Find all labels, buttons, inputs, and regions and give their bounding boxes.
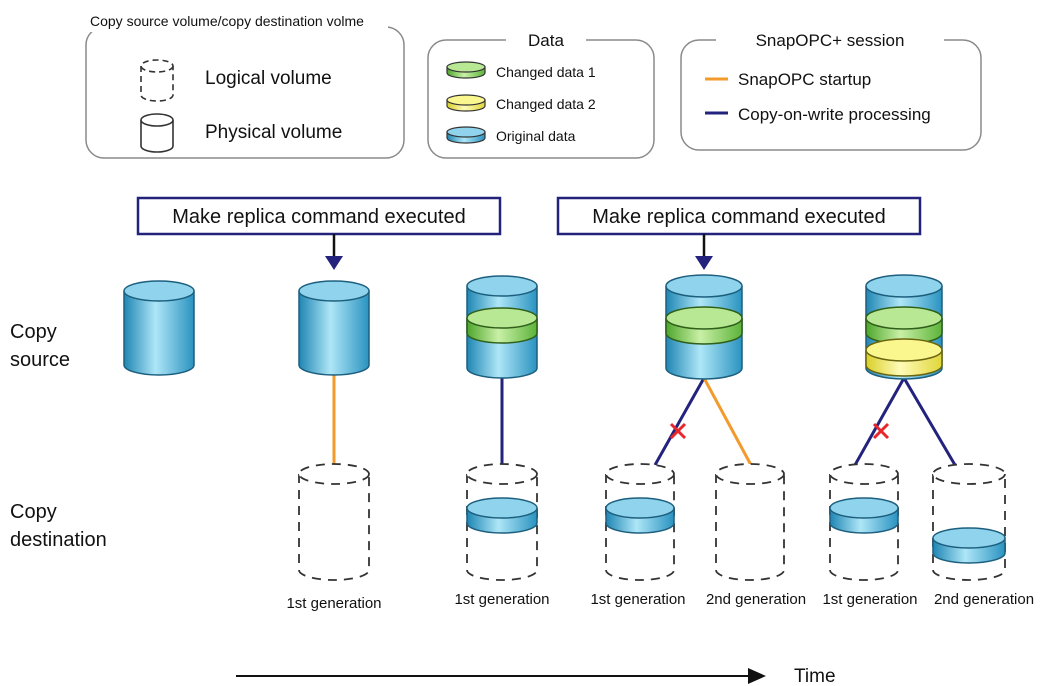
command-box-1: Make replica command executed: [136, 196, 502, 236]
solid-cylinder-icon: [140, 113, 174, 153]
changed-data-1-icon: [446, 61, 486, 79]
generation-label-stage5-first: 1st generation: [822, 591, 917, 608]
legend-data: Data Changed data 1 Changed data 2 Origi…: [427, 28, 655, 159]
session-line-stage4-first: [653, 377, 706, 466]
source-volume-stage5: [865, 274, 943, 380]
copy-source-label-line1: Copy: [10, 321, 57, 343]
legend-changed-data-1-label: Changed data 1: [496, 64, 596, 80]
generation-label-stage4-first: 1st generation: [590, 591, 685, 608]
saved-original-data-slice: [466, 497, 538, 534]
generation-label-stage3: 1st generation: [454, 591, 549, 608]
legend-session-title-bg: [716, 28, 944, 52]
legend-logical-volume-label: Logical volume: [205, 68, 332, 89]
command-arrow-1: [325, 234, 343, 270]
legend-data-title: Data: [528, 31, 564, 50]
source-volume-stage2: [298, 280, 370, 376]
copy-source-label-line2: source: [10, 349, 70, 371]
saved-original-data-slice: [605, 497, 675, 534]
legend-volumes: Copy source volume/copy destination volm…: [85, 10, 405, 159]
generation-label-stage4-second: 2nd generation: [706, 591, 806, 608]
changed-data-1-band: [865, 306, 943, 345]
changed-data-2-band: [865, 338, 943, 377]
legend-session-title: SnapOPC+ session: [756, 31, 905, 50]
source-volume-stage1: [123, 280, 195, 376]
destination-volume-stage4-first: [605, 463, 675, 581]
source-volume-stage3: [466, 275, 538, 379]
legend-data-title-bg: [506, 28, 586, 52]
original-data-icon: [446, 126, 486, 144]
legend-changed-data-2-label: Changed data 2: [496, 96, 596, 112]
session-line-stage5-first: [853, 377, 906, 466]
cross-mark-stage5: [872, 422, 890, 440]
legend-copy-on-write-label: Copy-on-write processing: [738, 105, 931, 124]
generation-label-stage2: 1st generation: [286, 595, 381, 612]
changed-data-1-band: [466, 307, 538, 344]
saved-original-data-slice: [829, 497, 899, 534]
command-box-2: Make replica command executed: [556, 196, 922, 236]
time-arrow: [236, 668, 766, 684]
session-line-stage5-second: [902, 377, 957, 466]
destination-volume-stage5-second: [932, 463, 1006, 581]
session-line-stage4-second: [702, 377, 753, 466]
destination-volume-stage3: [466, 463, 538, 581]
changed-data-1-band: [665, 306, 743, 345]
copy-destination-label-line2: destination: [10, 529, 107, 551]
legend-volumes-title-bg: [88, 10, 388, 32]
source-volume-stage4: [665, 274, 743, 380]
changed-data-2-icon: [446, 94, 486, 112]
dashed-cylinder-icon: [140, 59, 174, 102]
cross-mark-stage4: [669, 422, 687, 440]
command-box-1-frame: [136, 196, 502, 236]
legend-original-data-label: Original data: [496, 128, 576, 144]
command-2-text: Make replica command executed: [592, 206, 885, 228]
generation-label-stage5-second: 2nd generation: [934, 591, 1034, 608]
legend-session-frame: [680, 39, 982, 151]
destination-volume-stage4-second: [715, 463, 785, 581]
destination-volume-stage2: [298, 463, 370, 581]
saved-original-data-slice: [932, 527, 1006, 564]
command-arrow-2: [695, 234, 713, 270]
command-box-2-frame: [556, 196, 922, 236]
legend-physical-volume-label: Physical volume: [205, 122, 342, 143]
legend-session: SnapOPC+ session SnapOPC startup Copy-on…: [680, 28, 982, 151]
command-1-text: Make replica command executed: [172, 206, 465, 228]
destination-volume-stage5-first: [829, 463, 899, 581]
legend-snapopc-startup-label: SnapOPC startup: [738, 70, 871, 89]
legend-volumes-title: Copy source volume/copy destination volm…: [90, 13, 364, 29]
copy-destination-label-line1: Copy: [10, 501, 57, 523]
time-label: Time: [794, 666, 836, 686]
